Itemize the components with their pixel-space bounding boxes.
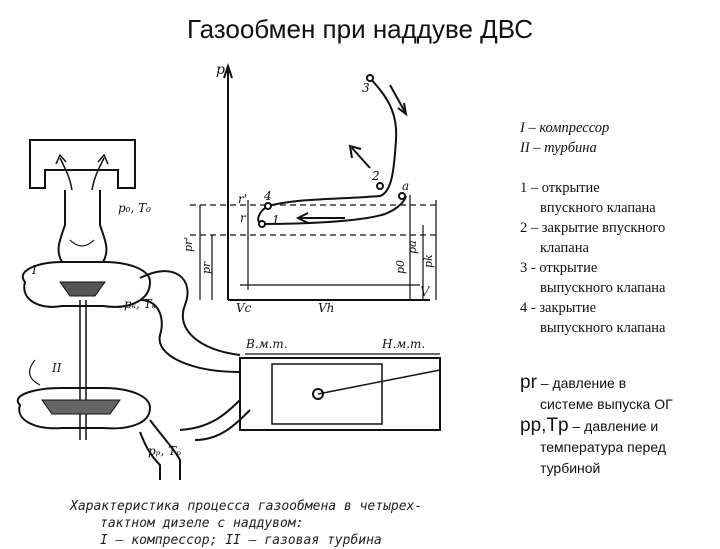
label-pr-prime: pr' bbox=[182, 237, 195, 252]
label-2: 2 bbox=[371, 169, 380, 183]
flow-arrow-up bbox=[351, 147, 371, 169]
legend-step-2-detail: клапана bbox=[540, 240, 589, 256]
v-axis-label: V bbox=[420, 285, 431, 300]
label-pk: pk bbox=[422, 254, 435, 268]
nozzle-arrows bbox=[69, 239, 95, 247]
label-pa: pa bbox=[406, 240, 419, 254]
flow-arrow-up-head bbox=[348, 144, 362, 159]
compressor-housing bbox=[21, 261, 152, 308]
label-r-prime: r' bbox=[238, 192, 247, 206]
caption-line-1: Характеристика процесса газообмена в чет… bbox=[70, 499, 423, 514]
label-bmt: В.м.т. bbox=[245, 337, 288, 351]
legend-step-2: 2 – закрытие впускного bbox=[520, 220, 666, 236]
legend-compressor: I – компрессор bbox=[520, 120, 610, 136]
note-ptp-detail-2: турбиной bbox=[540, 460, 601, 476]
legend-turbine: II – турбина bbox=[520, 140, 597, 156]
gas-exchange-curve bbox=[257, 77, 407, 226]
label-4: 4 bbox=[263, 189, 272, 203]
point-3 bbox=[366, 74, 374, 82]
point-1 bbox=[258, 220, 266, 228]
note-ptp: pp,Tp – давление и bbox=[520, 415, 720, 437]
symbol-notes: pr – давление в системе выпуска ОГ pp,Tp… bbox=[520, 372, 720, 479]
cylinder bbox=[239, 357, 441, 431]
symbol-pr: pr bbox=[520, 372, 537, 393]
legend-step-1-detail: впускного клапана bbox=[540, 200, 656, 216]
intake-flow-arrows bbox=[59, 157, 105, 191]
piston bbox=[271, 363, 383, 425]
p-axis-arrow bbox=[223, 62, 233, 79]
turbine-housing bbox=[16, 387, 152, 430]
air-intake-box bbox=[29, 139, 136, 189]
point-a bbox=[398, 192, 406, 200]
label-compressor: I bbox=[31, 263, 37, 277]
compressor-wheel bbox=[59, 281, 106, 297]
label-vh: Vh bbox=[318, 301, 334, 315]
symbol-ptp: pp,Tp bbox=[520, 415, 569, 436]
label-nmt: Н.м.т. bbox=[381, 337, 425, 351]
label-a: a bbox=[402, 179, 409, 193]
turbine-wheel bbox=[41, 399, 121, 415]
note-pr-detail: системе выпуска ОГ bbox=[540, 396, 673, 412]
legend-step-4-detail: выпускного клапана bbox=[540, 320, 666, 336]
legend-step-3: 3 - открытие bbox=[520, 260, 598, 276]
note-pr: pr – давление в bbox=[520, 372, 720, 394]
note-ptp-text: – давление и bbox=[568, 418, 659, 434]
pv-diagram: p V 3 2 a 4 1 r' r Vc Vh pr bbox=[182, 62, 440, 315]
label-1: 1 bbox=[272, 213, 280, 227]
intake-duct bbox=[57, 190, 108, 263]
engine-schematic: p₀, T₀ I pₖ, Tₖ II pₚ, Tₚ В.м.т. Н.м.т. bbox=[16, 139, 441, 480]
note-pr-text: – давление в bbox=[536, 375, 627, 391]
intake-arrow-left bbox=[55, 153, 67, 165]
legend: I – компрессор II – турбина 1 – открытие… bbox=[520, 118, 720, 338]
note-ptp-detail-1: температура перед bbox=[540, 439, 666, 455]
caption-line-2: тактном дизеле с наддувом: bbox=[100, 516, 304, 531]
piston-pin bbox=[312, 388, 324, 400]
caption-line-3: I — компрессор; II — газовая турбина bbox=[100, 533, 382, 548]
exhaust-out-arrow bbox=[28, 359, 41, 386]
flow-arrow-left-head bbox=[295, 212, 309, 224]
label-3: 3 bbox=[362, 81, 370, 95]
connecting-rod bbox=[317, 369, 441, 395]
intake-arrow-right bbox=[97, 153, 109, 165]
label-turbine: II bbox=[51, 361, 62, 375]
figure-caption: Характеристика процесса газообмена в чет… bbox=[70, 498, 470, 549]
label-vc: Vc bbox=[236, 301, 252, 315]
flow-arrow-down bbox=[389, 84, 406, 113]
label-pr: pr bbox=[200, 261, 213, 274]
legend-step-4: 4 - закрытие bbox=[520, 300, 597, 316]
label-p0-t0: p₀, T₀ bbox=[118, 201, 151, 215]
exhaust-pipe bbox=[139, 419, 181, 480]
label-pp-tp: pₚ, Tₚ bbox=[148, 444, 181, 458]
label-r: r bbox=[240, 211, 247, 225]
p-axis-label: p bbox=[216, 62, 225, 78]
page-title: Газообмен при наддуве ДВС bbox=[186, 14, 534, 44]
legend-step-3-detail: выпускного клапана bbox=[540, 280, 666, 296]
legend-step-1: 1 – открытие bbox=[520, 180, 600, 196]
label-p0: p0 bbox=[394, 260, 407, 274]
point-2 bbox=[376, 182, 384, 190]
charge-air-pipe bbox=[139, 270, 241, 373]
cylinder-exhaust-duct bbox=[179, 399, 251, 441]
point-4 bbox=[264, 202, 272, 210]
flow-arrow-down-head bbox=[397, 102, 408, 117]
